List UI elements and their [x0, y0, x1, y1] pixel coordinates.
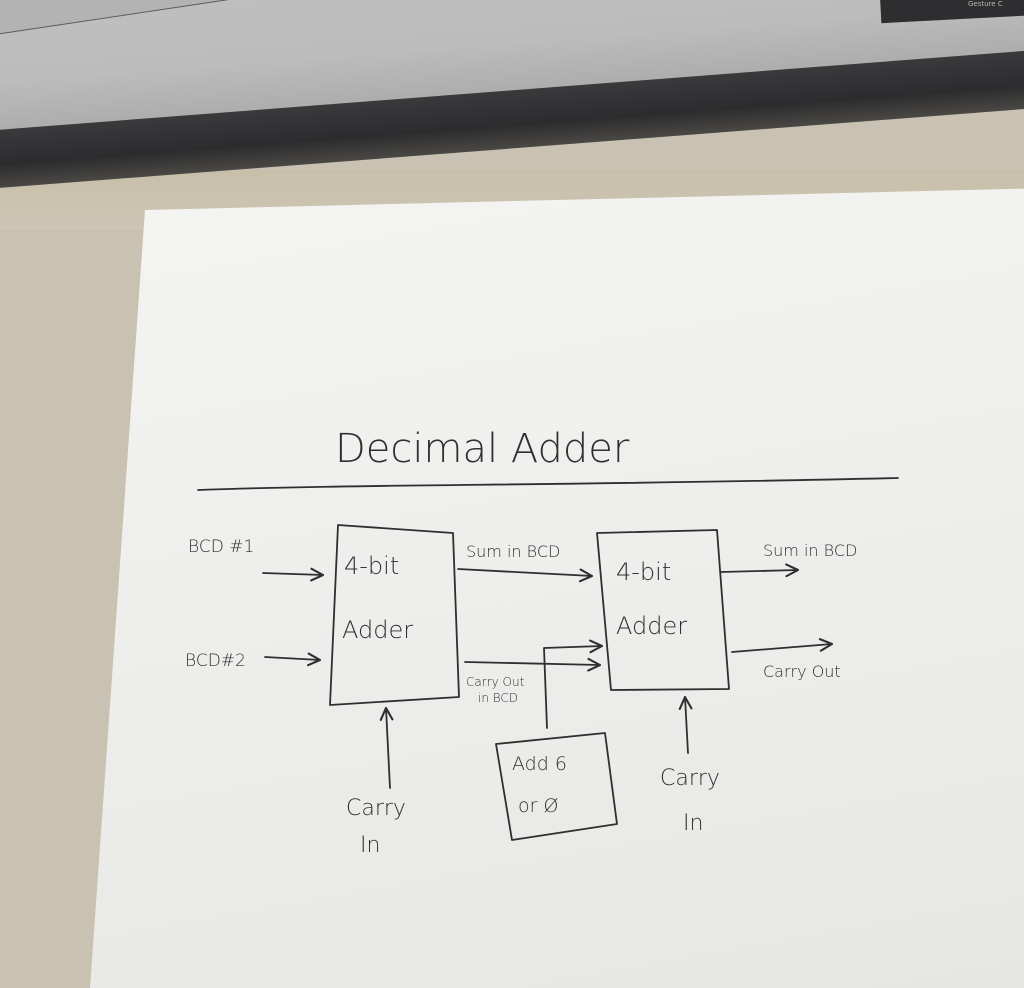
sum-out-label: Sum in BCD: [763, 541, 857, 560]
carry-in-2-line2: In: [683, 811, 703, 836]
block-adder-2: [596, 529, 730, 691]
carry-mid-arrow: [464, 657, 602, 672]
carry-in-1-line1: Carry: [346, 796, 406, 821]
block-add6-or-0: [495, 732, 618, 841]
carry-in-2-line1: Carry: [660, 766, 720, 791]
sum-out-arrow: [720, 563, 800, 578]
carry-out-arrow: [731, 638, 834, 653]
input-arrow-bcd2: [264, 652, 322, 667]
sum-mid-arrow: [457, 568, 594, 583]
input-label-bcd2: BCD#2: [185, 651, 246, 671]
carry-in-1-line2: In: [360, 833, 380, 858]
sum-mid-label: Sum in BCD: [466, 542, 560, 561]
input-arrow-bcd1: [262, 567, 325, 582]
adder2-line1: 4-bit: [616, 558, 671, 586]
correction-feed-arrow: [543, 639, 604, 729]
carry-out-label: Carry Out: [763, 662, 841, 681]
title-underline: [197, 477, 899, 491]
input-label-bcd1: BCD #1: [188, 537, 254, 557]
corner-device-label: Gesture C: [968, 0, 1003, 8]
paper-sheet: [90, 188, 1024, 988]
carry-mid-label-line1: Carry Out: [466, 675, 525, 689]
decimal-adder-diagram: Decimal Adder BCD #1 BCD#2 4-bit Adder C…: [185, 426, 899, 858]
carry-in-arrow-2: [678, 695, 693, 754]
block-adder-1: [329, 524, 460, 706]
adder1-line2: Adder: [342, 616, 413, 644]
carry-mid-label-line2: in BCD: [478, 691, 518, 705]
correction-line2: or Ø: [518, 795, 558, 817]
correction-line1: Add 6: [512, 753, 567, 775]
carry-in-arrow-1: [379, 706, 394, 789]
adder1-line1: 4-bit: [344, 552, 399, 580]
diagram-title: Decimal Adder: [335, 426, 630, 472]
adder2-line2: Adder: [616, 612, 687, 640]
